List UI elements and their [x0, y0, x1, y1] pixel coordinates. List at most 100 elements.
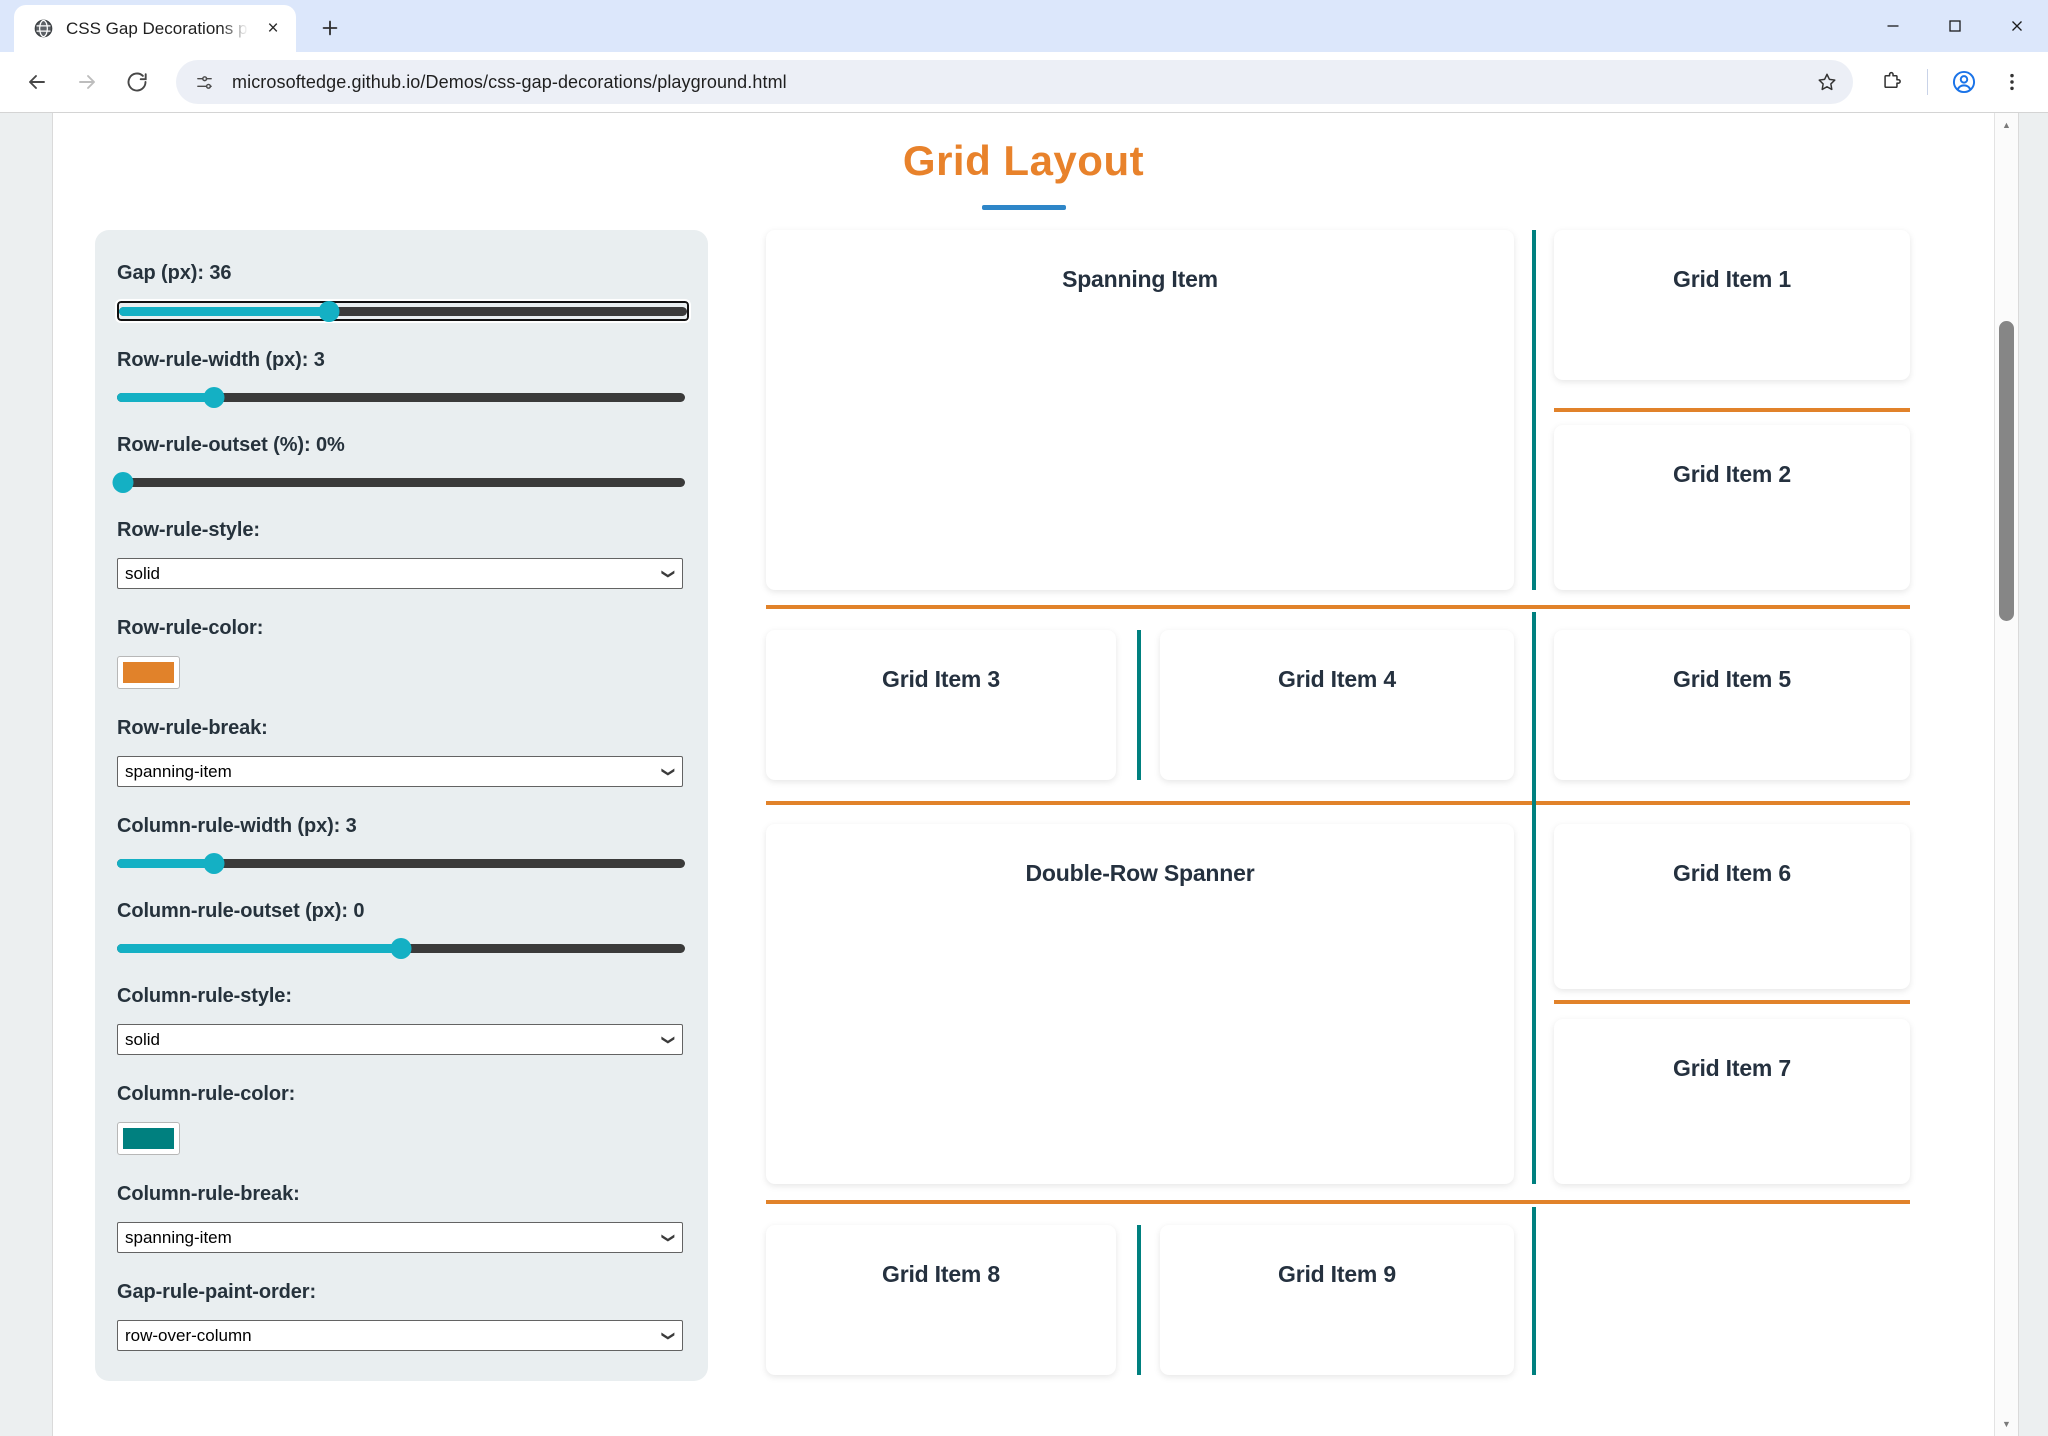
- row-rule: [1554, 1000, 1910, 1004]
- grid-item: Grid Item 5: [1554, 630, 1910, 780]
- select-value: spanning-item: [125, 1227, 232, 1247]
- globe-icon: [32, 18, 54, 40]
- web-page: Grid Layout Gap (px): 36 Row-rule-width (…: [53, 113, 1994, 1436]
- select-gap-rule-paint-order[interactable]: row-over-column❯: [117, 1320, 683, 1351]
- slider-track: [117, 392, 685, 402]
- back-button[interactable]: [14, 59, 60, 105]
- label-column-rule-color: Column-rule-color:: [117, 1083, 296, 1105]
- row-rule: [766, 1200, 1910, 1204]
- select-value: solid: [125, 1029, 160, 1049]
- slider-column-rule-width[interactable]: [117, 852, 685, 874]
- viewport-right-margin: [2018, 113, 2048, 1436]
- profile-avatar-icon[interactable]: [1942, 60, 1986, 104]
- column-rule: [1137, 1225, 1141, 1375]
- close-window-button[interactable]: [1986, 0, 2048, 52]
- browser-tab[interactable]: CSS Gap Decorations playground ×: [14, 5, 296, 52]
- slider-column-rule-outset[interactable]: [117, 937, 685, 959]
- scroll-up-icon[interactable]: ▲: [2002, 120, 2011, 130]
- control-group-gap-rule-paint-order: Gap-rule-paint-order:row-over-column❯: [117, 1281, 684, 1351]
- color-swatch-fill: [123, 662, 174, 683]
- color-swatch-column-rule-color[interactable]: [117, 1122, 180, 1155]
- star-icon[interactable]: [1809, 64, 1845, 100]
- grid-item-label: Grid Item 5: [1673, 666, 1791, 692]
- select-column-rule-style[interactable]: solid ❯: [117, 1024, 683, 1055]
- slider-thumb[interactable]: [203, 852, 225, 874]
- new-tab-button[interactable]: [310, 8, 350, 48]
- color-swatch-fill: [123, 1128, 174, 1149]
- window-controls: [1862, 0, 2048, 52]
- grid-item: Grid Item 7: [1554, 1019, 1910, 1184]
- page-title: Grid Layout: [902, 137, 1145, 184]
- grid-item: Double-Row Spanner: [766, 824, 1514, 1184]
- grid-item-label: Spanning Item: [1062, 266, 1218, 292]
- tab-strip: CSS Gap Decorations playground ×: [0, 0, 2048, 52]
- column-rule: [1137, 630, 1141, 780]
- grid-item-label: Grid Item 9: [1278, 1261, 1396, 1287]
- slider-thumb[interactable]: [112, 471, 134, 493]
- grid-item: Grid Item 9: [1160, 1225, 1514, 1375]
- grid-item-label: Grid Item 6: [1673, 860, 1791, 886]
- toolbar-divider: [1927, 69, 1928, 95]
- slider-gap[interactable]: [115, 299, 691, 323]
- label-row-rule-break: Row-rule-break:: [117, 717, 268, 739]
- grid-item: Grid Item 3: [766, 630, 1116, 780]
- select-row-rule-style[interactable]: solid❯: [117, 558, 683, 589]
- scroll-down-icon[interactable]: ▼: [2002, 1419, 2011, 1429]
- slider-row-rule-outset[interactable]: [112, 471, 685, 493]
- extensions-puzzle-icon[interactable]: [1869, 60, 1913, 104]
- label-gap: Gap (px): 36: [117, 262, 232, 284]
- grid-item: Grid Item 2: [1554, 425, 1910, 590]
- browser-toolbar: microsoftedge.github.io/Demos/css-gap-de…: [0, 52, 2048, 112]
- label-column-rule-style: Column-rule-style:: [117, 985, 292, 1007]
- control-group-column-rule-break: Column-rule-break:spanning-item❯: [117, 1183, 684, 1253]
- chevron-down-icon: ❯: [661, 1034, 677, 1045]
- slider-row-rule-width[interactable]: [117, 386, 685, 408]
- content-row: Gap (px): 36 Row-rule-width (px): 3 Row-ru…: [53, 210, 1994, 1381]
- row-rule: [766, 801, 1910, 805]
- control-group-row-rule-break: Row-rule-break: spanning-item❯: [117, 717, 684, 787]
- three-dot-menu-icon[interactable]: [1990, 60, 2034, 104]
- scrollbar-thumb[interactable]: [1999, 321, 2014, 621]
- color-swatch-row-rule-color[interactable]: [117, 656, 180, 689]
- control-group-row-rule-width: Row-rule-width (px): 3: [117, 349, 685, 408]
- select-value: solid: [125, 563, 160, 583]
- select-row-rule-break[interactable]: spanning-item❯: [117, 756, 683, 787]
- label-column-rule-width: Column-rule-width (px): 3: [117, 815, 357, 837]
- address-bar[interactable]: microsoftedge.github.io/Demos/css-gap-de…: [176, 60, 1853, 104]
- title-underline: [981, 205, 1066, 210]
- vertical-scrollbar[interactable]: ▲ ▼: [1994, 113, 2018, 1436]
- column-rule: [1532, 612, 1536, 1184]
- slider-track: [119, 306, 687, 316]
- control-group-column-rule-style: Column-rule-style: solid ❯: [117, 985, 684, 1055]
- control-group-row-rule-outset: Row-rule-outset (%): 0%: [112, 434, 685, 493]
- label-column-rule-outset: Column-rule-outset (px): 0: [117, 900, 365, 922]
- slider-track: [117, 477, 685, 487]
- reload-button[interactable]: [114, 59, 160, 105]
- select-column-rule-break[interactable]: spanning-item❯: [117, 1222, 683, 1253]
- minimize-button[interactable]: [1862, 0, 1924, 52]
- slider-thumb[interactable]: [318, 300, 340, 322]
- grid-item: Grid Item 6: [1554, 824, 1910, 989]
- select-value: row-over-column: [125, 1325, 252, 1345]
- grid-item-label: Grid Item 2: [1673, 461, 1791, 487]
- column-rule: [1532, 1207, 1536, 1375]
- controls-panel: Gap (px): 36 Row-rule-width (px): 3 Row-ru…: [95, 230, 708, 1381]
- forward-button[interactable]: [64, 59, 110, 105]
- url-text: microsoftedge.github.io/Demos/css-gap-de…: [232, 71, 787, 92]
- maximize-button[interactable]: [1924, 0, 1986, 52]
- grid-item-label: Grid Item 8: [882, 1261, 1000, 1287]
- slider-thumb[interactable]: [390, 937, 412, 959]
- grid-item-label: Grid Item 7: [1673, 1055, 1791, 1081]
- grid-item-label: Grid Item 3: [882, 666, 1000, 692]
- tab-close-icon[interactable]: ×: [267, 17, 279, 39]
- grid-demo-area: Spanning Item Grid Item 1 Grid Item 2 Grid …: [766, 230, 1962, 1375]
- control-group-row-rule-color: Row-rule-color:: [117, 617, 684, 689]
- slider-fill: [119, 306, 330, 316]
- tab-title: CSS Gap Decorations playground: [66, 18, 248, 38]
- grid-item-label: Grid Item 1: [1673, 266, 1791, 292]
- site-settings-icon[interactable]: [188, 66, 220, 98]
- viewport-left-margin: [0, 113, 53, 1436]
- label-row-rule-style: Row-rule-style:: [117, 519, 260, 541]
- row-rule: [766, 605, 1910, 609]
- slider-thumb[interactable]: [203, 386, 225, 408]
